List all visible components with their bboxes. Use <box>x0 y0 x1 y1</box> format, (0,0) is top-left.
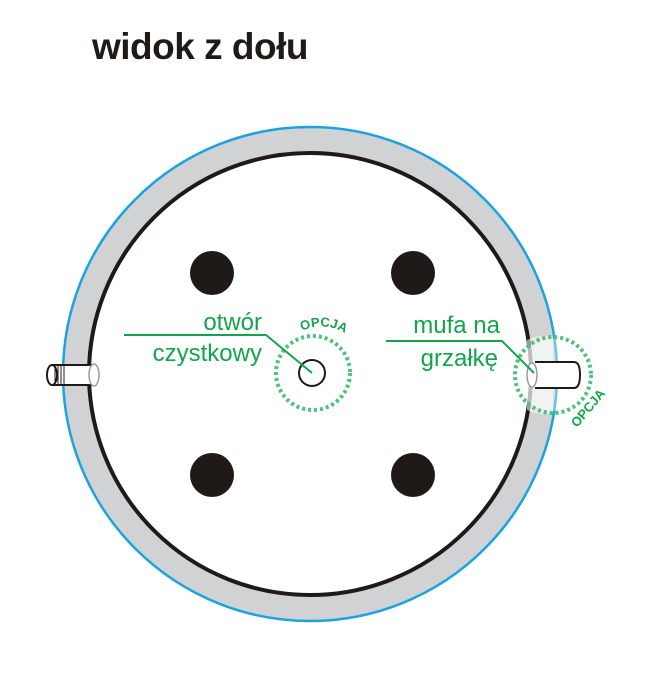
left-pipe-connector <box>46 363 100 387</box>
cleanout-label-line1: otwór <box>203 309 262 336</box>
foot-bottom-left <box>190 453 234 497</box>
foot-top-left <box>190 251 234 295</box>
heater-socket-pipe <box>526 361 582 389</box>
heater-label-line1: mufa na <box>413 312 500 339</box>
heater-leader-line <box>386 340 535 374</box>
heater-option-ring <box>513 335 593 415</box>
cleanout-leader-line <box>124 334 313 374</box>
foot-top-right <box>391 251 435 295</box>
foot-bottom-right <box>391 453 435 497</box>
support-feet <box>190 251 435 497</box>
cleanout-option-ring <box>274 334 352 412</box>
diagram-title: widok z dołu <box>92 26 308 67</box>
cleanout-option-label: OPCJA <box>298 314 351 336</box>
heater-label-line2: grzałkę <box>421 345 498 372</box>
cleanout-label-line2: czystkowy <box>153 340 262 367</box>
